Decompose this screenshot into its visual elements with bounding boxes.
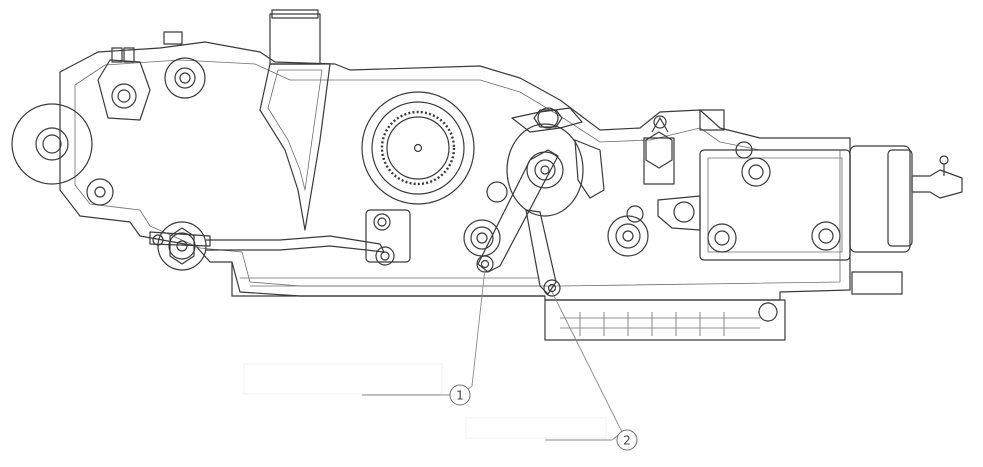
label-blank-2 <box>465 417 607 439</box>
fitting-hex <box>645 131 673 169</box>
rod-end-pin-core <box>380 251 390 261</box>
right-small-bolt <box>626 205 644 223</box>
link-left-arm <box>149 231 211 247</box>
middle-bolt <box>463 219 501 257</box>
arm-2-end <box>543 279 561 297</box>
lower-left-bolt-core <box>176 240 188 252</box>
end-knob-pin <box>939 155 949 165</box>
gear-center <box>413 143 423 153</box>
top-sensor-cap <box>271 9 319 19</box>
arm-1-end-core <box>480 259 490 269</box>
lower-left-bolt-ring <box>168 232 196 260</box>
upper-pivot-bolt-inner <box>174 67 196 89</box>
block-bolt-2 <box>707 223 737 253</box>
block-bolt-3 <box>811 221 841 251</box>
control-rod <box>206 235 385 253</box>
block-bolt-2-core <box>714 230 730 246</box>
right-mid-bolt-ring <box>615 223 641 249</box>
middle-bolt-core <box>476 232 488 244</box>
left-pulley-outer <box>11 103 93 185</box>
right-bracket <box>657 195 701 231</box>
right-block <box>699 149 851 261</box>
right-mid-bolt <box>607 215 649 257</box>
lever-housing <box>506 123 584 217</box>
right-mid-bolt-core <box>622 230 634 242</box>
callout-1: 1 <box>449 384 471 406</box>
upper-left-screw-2 <box>123 47 135 63</box>
right-footing <box>851 271 903 295</box>
lever-right-arm <box>574 139 605 199</box>
arm-2-end-core <box>547 283 557 293</box>
hex-nut-upper-left <box>97 59 151 121</box>
label-blank-1 <box>243 363 443 395</box>
square-plate-bolt <box>373 213 391 231</box>
block-bolt-1 <box>741 157 771 187</box>
link-left-pin <box>152 234 164 246</box>
upper-pivot-bolt-core <box>179 72 191 84</box>
gear-inner <box>386 116 450 180</box>
hex-nut-upper-left-bolt <box>111 83 137 109</box>
gear-window-ring <box>371 101 465 195</box>
rail-bolt <box>758 302 778 322</box>
rod-end-pin <box>375 246 395 266</box>
bottom-detail <box>240 277 540 287</box>
block-bolt-3-core <box>818 228 834 244</box>
block-bolt-1-core <box>748 164 764 180</box>
callout-1-label: 1 <box>456 389 464 403</box>
lever-pivot-inner <box>534 159 556 181</box>
leader-2 <box>545 291 623 441</box>
lever-pivot-core <box>540 165 550 175</box>
left-pulley-ring <box>35 127 69 161</box>
actuator-arm-2 <box>525 209 557 295</box>
top-clip <box>163 31 183 45</box>
lever-top-nut <box>537 107 559 129</box>
bottom-rail <box>544 299 786 341</box>
callout-2-circle <box>616 429 638 451</box>
end-knob <box>911 169 963 199</box>
sensor-mount-inner <box>267 69 323 191</box>
small-pin <box>486 181 508 203</box>
end-cap-plate <box>887 149 913 247</box>
left-boss-inner <box>94 186 106 198</box>
left-boss <box>86 178 114 206</box>
square-plate <box>365 209 411 263</box>
vertical-fitting <box>643 137 675 185</box>
lower-left-hex <box>169 227 195 265</box>
right-bracket-bolt <box>673 201 695 223</box>
bottom-rail-teeth <box>560 312 760 336</box>
block-bolt-4 <box>735 141 753 159</box>
callout-1-circle <box>449 384 471 406</box>
fitting-top <box>653 115 667 129</box>
housing-outline <box>59 41 851 301</box>
gear-teeth <box>380 110 456 186</box>
left-pulley-hub <box>42 134 62 154</box>
right-block-inner <box>707 157 843 253</box>
lever-top-hex <box>533 109 563 128</box>
callout-2-label: 2 <box>623 434 631 448</box>
hex-nut-upper-left-core <box>117 89 131 103</box>
upper-left-screw <box>111 47 123 63</box>
fitting-cap <box>651 117 669 133</box>
gear-window-outer <box>361 91 475 205</box>
bottom-base <box>231 262 545 297</box>
end-cap <box>849 145 911 253</box>
top-right-tab <box>699 109 725 131</box>
square-plate-bolt-core <box>377 217 387 227</box>
callout-2: 2 <box>616 429 638 451</box>
middle-bolt-ring <box>470 226 494 250</box>
upper-pivot-bolt <box>164 57 206 99</box>
sensor-mount <box>259 63 331 231</box>
top-sensor-block <box>269 13 321 65</box>
